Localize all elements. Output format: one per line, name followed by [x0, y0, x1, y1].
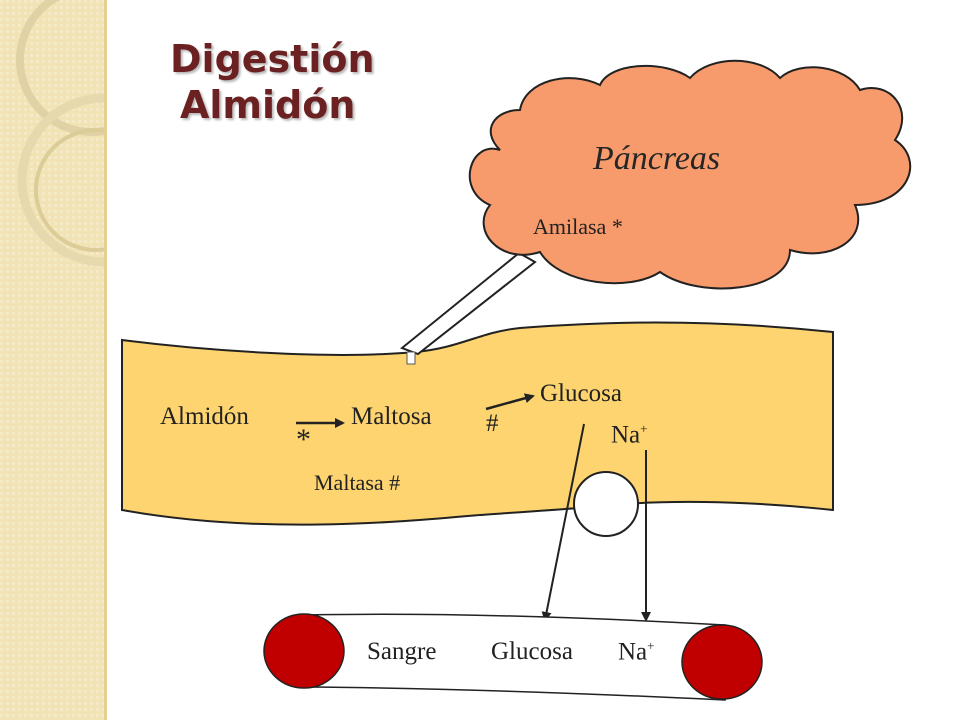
sodium-charge: + [640, 421, 648, 436]
amylase-label: Amilasa * [533, 214, 623, 239]
glucose-label: Glucosa [540, 380, 622, 407]
starch-label: Almidón [160, 403, 249, 430]
blood-cell-left [263, 613, 345, 689]
maltase-marker: # [486, 410, 499, 437]
sodium-symbol: Na [611, 421, 641, 449]
title-line-1: Digestión [170, 37, 375, 81]
blood-vessel [304, 613, 726, 701]
amylase-marker: * [296, 423, 311, 456]
pancreas-cloud [468, 59, 912, 290]
arrow-maltosa-glucosa [485, 393, 535, 411]
blood-sodium-charge: + [647, 638, 655, 653]
blood-sodium-label: Na+ [618, 638, 655, 666]
maltose-label: Maltosa [351, 403, 432, 430]
sidebar-rings-decoration [0, 0, 104, 720]
maltase-label: Maltasa # [314, 470, 401, 495]
intestine-band [121, 321, 834, 526]
duct-opening [406, 351, 416, 365]
blood-glucose-label: Glucosa [491, 638, 573, 665]
slide-title: Digestión Almidón [170, 36, 375, 128]
blood-cell-right [681, 624, 763, 700]
pancreatic-duct [400, 251, 537, 356]
arrow-glucose-to-blood [541, 423, 585, 622]
title-line-2: Almidón [180, 83, 356, 127]
pancreas-label: Páncreas [593, 140, 721, 177]
membrane-transporter [573, 471, 639, 537]
sidebar-edge [104, 0, 107, 720]
sodium-label: Na+ [611, 421, 648, 449]
decorative-sidebar [0, 0, 104, 720]
blood-label: Sangre [367, 638, 437, 665]
blood-sodium-symbol: Na [618, 638, 648, 666]
